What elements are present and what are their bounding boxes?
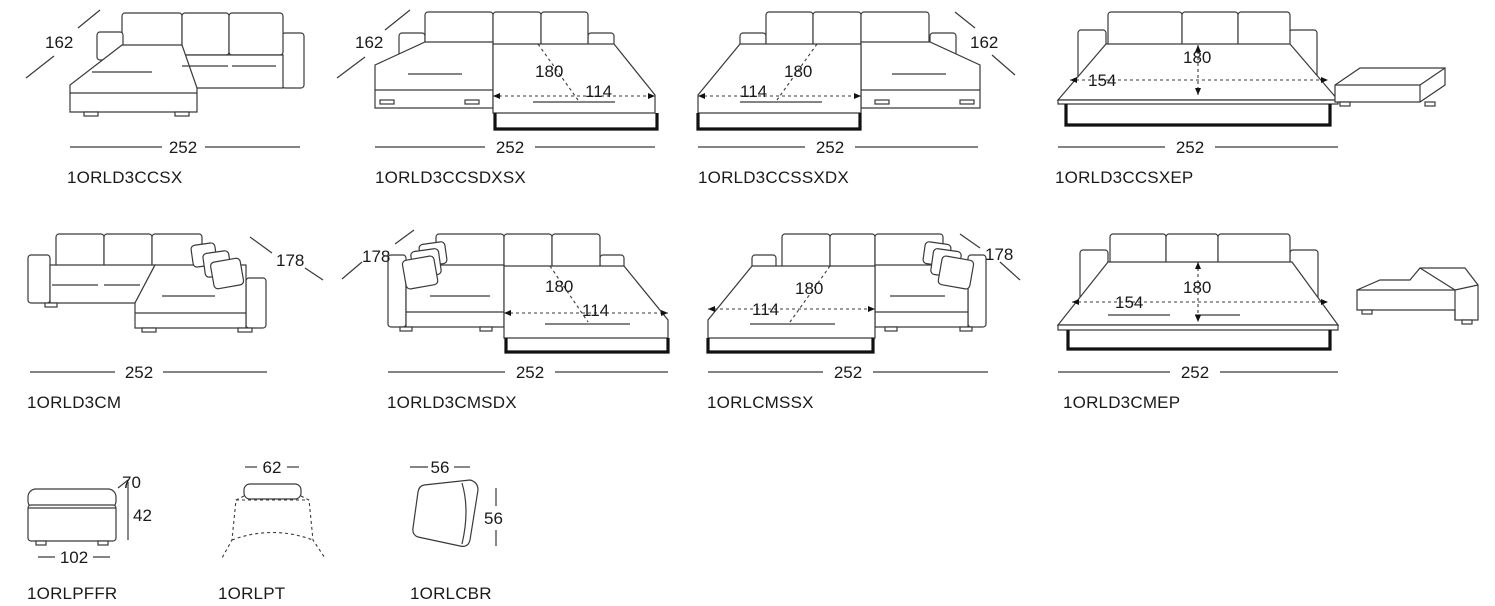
bed-length-dim: 180 xyxy=(1183,48,1211,67)
diag-dim-line xyxy=(25,55,55,79)
diag-dim-line xyxy=(954,11,976,29)
height-seat-dim: 42 xyxy=(133,506,152,525)
model-1ORLCBR: 56 56 1ORLCBR xyxy=(410,458,503,603)
sofa-drawing xyxy=(1056,233,1479,351)
model-code: 1ORLD3CM xyxy=(27,393,121,412)
model-1ORLD3CCSX: 162 252 1ORLD3CCSX xyxy=(25,9,305,187)
diag-dim-line xyxy=(341,261,363,280)
height-dim: 56 xyxy=(484,509,503,528)
diag-dim: 178 xyxy=(276,251,304,270)
sofa-drawing xyxy=(1056,11,1446,127)
model-code: 1ORLCMSSX xyxy=(707,393,814,412)
model-1ORLD3CM: 178 252 1ORLD3CM xyxy=(27,233,324,412)
width-dim: 252 xyxy=(496,138,524,157)
diag-dim-line xyxy=(77,9,101,29)
bed-width-dim: 114 xyxy=(582,301,609,320)
bed-width-dim: 154 xyxy=(1115,293,1143,312)
sofa-drawing xyxy=(374,11,659,131)
model-code: 1ORLD3CCSX xyxy=(67,168,182,187)
diag-dim-line xyxy=(394,229,415,245)
width-dim: 252 xyxy=(834,363,862,382)
model-1ORLD3CCSSXDX: 180 114 162 252 1ORLD3CCSSXDX xyxy=(696,11,1016,187)
diag-dim: 162 xyxy=(355,33,383,52)
bed-length-dim: 180 xyxy=(535,62,563,81)
diag-dim: 178 xyxy=(985,245,1013,264)
diag-dim-line xyxy=(999,261,1021,281)
height-dim-line xyxy=(117,479,129,489)
bed-width-dim: 114 xyxy=(752,300,779,319)
width-dim: 252 xyxy=(169,138,197,157)
cushion-drawing xyxy=(412,479,479,547)
model-code: 1ORLD3CCSXEP xyxy=(1055,168,1193,187)
sofa-drawing xyxy=(706,233,987,354)
diag-dim: 178 xyxy=(362,247,390,266)
model-code: 1ORLD3CMEP xyxy=(1063,393,1180,412)
model-code: 1ORLCBR xyxy=(410,584,492,603)
diag-dim-line xyxy=(249,236,273,254)
height-total-dim: 70 xyxy=(122,473,141,492)
sofa-drawing xyxy=(27,233,267,333)
diag-dim: 162 xyxy=(970,33,998,52)
model-1ORLCMSSX: 180 114 178 252 1ORLCMSSX xyxy=(706,233,1021,412)
diag-dim-line xyxy=(959,233,981,249)
width-dim: 62 xyxy=(263,458,282,477)
headrest-drawing xyxy=(221,483,326,559)
model-1ORLD3CMSDX: 180 114 178 252 1ORLD3CMSDX xyxy=(341,229,670,412)
diag-dim-line xyxy=(336,56,366,79)
width-dim: 102 xyxy=(60,548,88,567)
model-code: 1ORLPFFR xyxy=(27,584,117,603)
bed-length-dim: 180 xyxy=(784,62,812,81)
width-dim: 252 xyxy=(125,363,153,382)
sofa-drawing xyxy=(387,233,670,354)
width-dim: 252 xyxy=(1176,138,1204,157)
bed-width-dim: 114 xyxy=(740,82,767,101)
diag-dim-line xyxy=(384,9,411,31)
model-1ORLPFFR: 70 42 102 1ORLPFFR xyxy=(27,473,152,603)
model-code: 1ORLD3CCSDXSX xyxy=(375,168,526,187)
model-code: 1ORLD3CMSDX xyxy=(387,393,517,412)
bed-length-dim-line xyxy=(549,265,589,323)
width-dim: 252 xyxy=(516,363,544,382)
diag-dim-line xyxy=(304,267,324,281)
model-1ORLD3CCSDXSX: 180 114 162 252 1ORLD3CCSDXSX xyxy=(336,9,659,187)
model-code: 1ORLPT xyxy=(218,584,285,603)
diag-dim-line xyxy=(991,54,1016,76)
bed-length-dim: 180 xyxy=(545,277,573,296)
width-dim: 252 xyxy=(1181,363,1209,382)
model-code: 1ORLD3CCSSXDX xyxy=(698,168,849,187)
width-dim: 56 xyxy=(431,458,450,477)
bed-length-dim: 180 xyxy=(1183,278,1211,297)
model-1ORLD3CCSXEP: 180 154 252 1ORLD3CCSXEP xyxy=(1055,11,1446,187)
model-1ORLD3CMEP: 180 154 252 1ORLD3CMEP xyxy=(1056,233,1479,412)
footstool-drawing xyxy=(27,488,117,546)
sofa-drawing xyxy=(69,12,305,117)
diag-dim: 162 xyxy=(45,33,73,52)
bed-width-dim: 154 xyxy=(1088,71,1116,90)
model-1ORLPT: 62 1ORLPT xyxy=(218,458,326,603)
bed-width-dim: 114 xyxy=(585,82,612,101)
sofa-drawing xyxy=(696,11,981,131)
bed-length-dim: 180 xyxy=(795,279,823,298)
width-dim: 252 xyxy=(816,138,844,157)
